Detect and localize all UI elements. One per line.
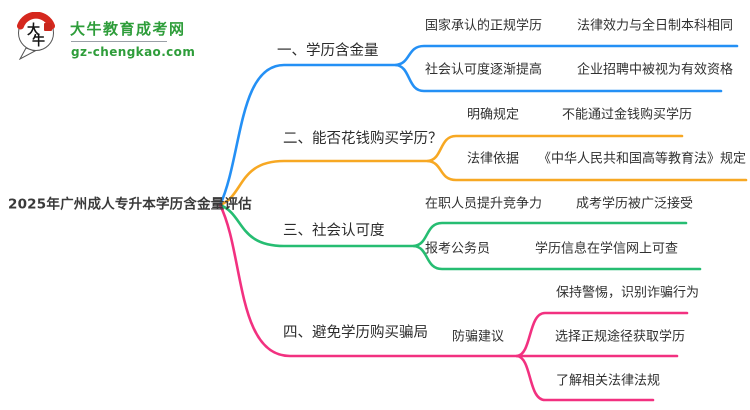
branch-2-lines (218, 134, 748, 207)
node-value: 企业招聘中被视为有效资格 (577, 62, 734, 78)
node-key: 报考公务员 (425, 241, 491, 257)
node-value: 成考学历被广泛接受 (576, 196, 694, 212)
logo-divider (71, 41, 167, 42)
node-key: 社会认可度逐渐提高 (425, 62, 543, 78)
node-value: 法律效力与全日制本科相同 (577, 18, 734, 34)
node-key: 法律依据 (467, 151, 520, 167)
leaf-node: 选择正规途径获取学历 (555, 329, 686, 345)
node-key: 国家承认的正规学历 (425, 18, 543, 34)
node-value: 不能通过金钱购买学历 (562, 107, 693, 123)
svg-text:大: 大 (27, 22, 40, 38)
site-logo[interactable]: 大 牛 大牛教育成考网 gz-chengkao.com (14, 10, 204, 60)
branch-4-lines (218, 203, 689, 402)
node-key: 明确规定 (467, 107, 520, 123)
logo-title: 大牛教育成考网 (70, 20, 186, 38)
svg-text:牛: 牛 (32, 33, 45, 49)
node-key: 防骗建议 (452, 329, 505, 345)
logo-domain: gz-chengkao.com (71, 45, 196, 59)
node-value: 学历信息在学信网上可查 (535, 241, 679, 257)
leaf-node: 保持警惕，识别诈骗行为 (556, 285, 700, 301)
branch-1-lines (218, 44, 739, 207)
leaf-node: 了解相关法律法规 (556, 373, 661, 389)
root-topic: 2025年广州成人专升本学历含金量评估 (8, 196, 252, 213)
bull-calligraphy-icon: 大 牛 (17, 12, 55, 60)
branch-2-label: 二、能否花钱购买学历？ (283, 130, 443, 147)
branch-3-lines (218, 203, 702, 271)
node-value: 《中华人民共和国高等教育法》规定 (537, 151, 746, 167)
branch-3-label: 三、社会认可度 (283, 222, 385, 239)
node-key: 在职人员提升竞争力 (425, 196, 543, 212)
branch-4-label: 四、避免学历购买骗局 (283, 324, 428, 341)
branch-1-label: 一、学历含金量 (277, 42, 379, 59)
